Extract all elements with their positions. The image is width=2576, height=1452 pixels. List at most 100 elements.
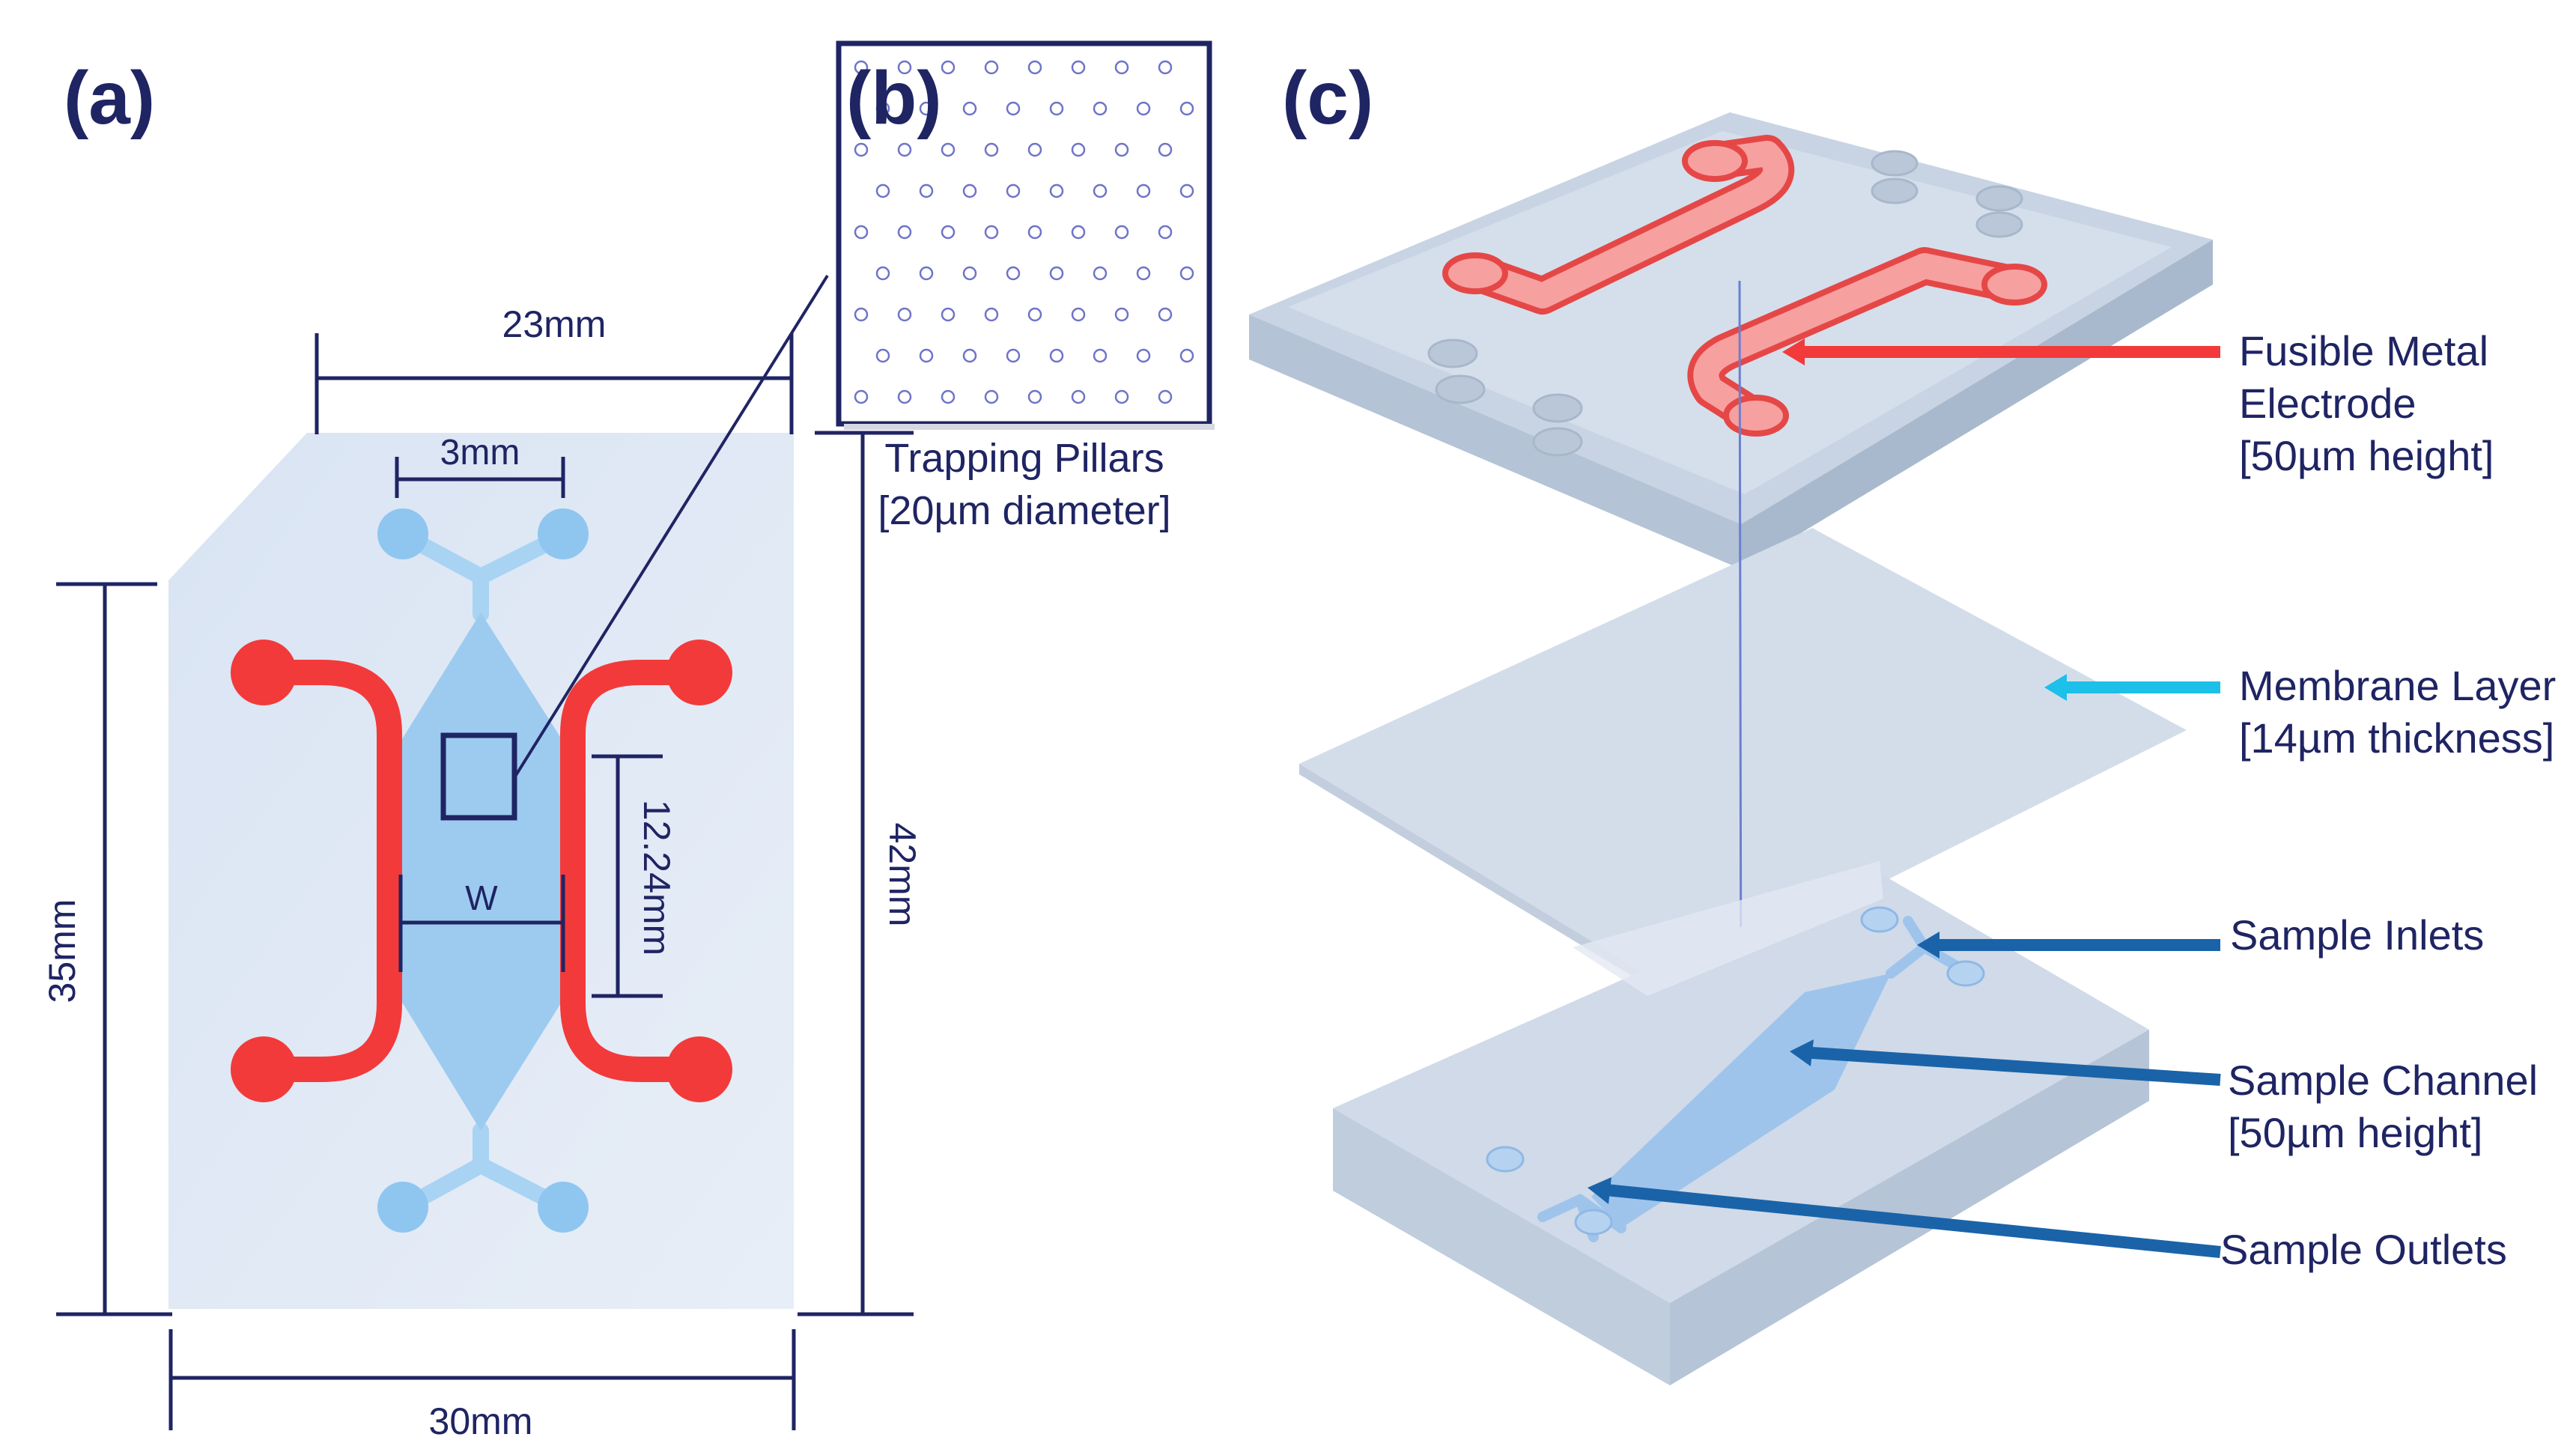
- trapping-pillar: [1093, 183, 1108, 198]
- panel-b: (b) Trapping Pillars [20µm diameter]: [512, 40, 1215, 780]
- left-electrode: [253, 660, 402, 1082]
- trapping-pillar: [897, 307, 912, 322]
- top-right-inlet-port: [538, 508, 589, 559]
- bottom-outlet-branches: [396, 1123, 571, 1215]
- channel-label-line2: [50µm height]: [2228, 1109, 2482, 1156]
- trapping-pillar: [897, 389, 912, 404]
- inset-shadow: [844, 424, 1215, 430]
- trapping-pillar: [1136, 101, 1151, 116]
- dim-channel-width: [398, 875, 565, 972]
- dim-top-width-label: 23mm: [502, 303, 607, 345]
- trapping-pillar: [1136, 348, 1151, 363]
- inlets-arrow-head: [1917, 932, 1939, 959]
- bottom-right-outlet-port: [538, 1182, 589, 1233]
- trapping-pillar: [919, 183, 934, 198]
- trapping-pillar: [941, 60, 956, 75]
- trapping-pillar: [1114, 142, 1129, 157]
- trapping-pillar: [875, 101, 890, 116]
- trapping-pillar: [1136, 266, 1151, 281]
- trapping-pillar: [1006, 348, 1021, 363]
- panel-c-label: (c): [1282, 56, 1373, 140]
- electrodes: [253, 660, 709, 1082]
- channel-arrow-head: [1790, 1039, 1814, 1066]
- trapping-pillar: [1071, 307, 1086, 322]
- panel-b-label: (b): [846, 56, 942, 140]
- dim-channel-width-label: W: [465, 878, 498, 917]
- inset-detail: [20µm diameter]: [878, 488, 1170, 533]
- trapping-pillar: [941, 142, 956, 157]
- electrode-layer: [1249, 112, 2213, 569]
- trapping-pillar: [941, 225, 956, 240]
- trapping-pillar-grid: [854, 60, 1194, 404]
- top-left-inlet-port: [377, 508, 428, 559]
- trapping-pillar: [984, 60, 999, 75]
- outlets-arrow: [1598, 1183, 2221, 1258]
- trapping-pillar: [1071, 142, 1086, 157]
- trapping-pillar: [1093, 266, 1108, 281]
- trapping-pillar: [1049, 348, 1064, 363]
- trapping-pillar: [1114, 307, 1129, 322]
- trapping-pillar: [1093, 101, 1108, 116]
- trapping-pillar: [1158, 389, 1173, 404]
- trapping-pillar: [984, 307, 999, 322]
- membrane-label-line1: Membrane Layer: [2239, 662, 2556, 709]
- electrode-label-line3: [50µm height]: [2239, 432, 2494, 479]
- trapping-pillar: [1158, 142, 1173, 157]
- trapping-pillar: [1027, 389, 1042, 404]
- trapping-pillar: [1179, 101, 1194, 116]
- trapping-pillar: [1027, 60, 1042, 75]
- trapping-pillar: [1027, 225, 1042, 240]
- trapping-pillar: [1158, 60, 1173, 75]
- inset-title: Trapping Pillars: [884, 436, 1164, 481]
- trapping-pillar: [854, 307, 869, 322]
- trapping-pillar: [1136, 183, 1151, 198]
- trapping-pillar: [984, 225, 999, 240]
- electrode-pad-top-right: [666, 640, 732, 705]
- bottom-left-outlet-port: [377, 1182, 428, 1233]
- channel-layer: [1333, 861, 2149, 1385]
- electrode-pad-bottom-left: [231, 1036, 297, 1102]
- trapping-pillar: [1006, 183, 1021, 198]
- trapping-pillar: [897, 142, 912, 157]
- panel-a-label: (a): [64, 56, 155, 140]
- trapping-pillar: [984, 389, 999, 404]
- trapping-pillar: [962, 101, 977, 116]
- electrode-arrow-head: [1782, 338, 1805, 365]
- trapping-pillar: [1114, 60, 1129, 75]
- trapping-pillar: [1071, 389, 1086, 404]
- dim-bottom-width-label: 30mm: [429, 1400, 533, 1442]
- right-electrode: [560, 660, 709, 1082]
- trapping-pillar: [1179, 266, 1194, 281]
- trapping-pillar: [854, 142, 869, 157]
- trapping-pillar: [1179, 348, 1194, 363]
- trapping-pillar: [941, 307, 956, 322]
- trapping-pillar: [1158, 307, 1173, 322]
- trapping-pillar: [854, 60, 869, 75]
- trapping-pillar: [875, 183, 890, 198]
- trapping-pillar: [1006, 266, 1021, 281]
- panel-a: (a): [41, 56, 923, 1442]
- trapping-pillar: [919, 266, 934, 281]
- trapping-pillar: [1071, 225, 1086, 240]
- dim-right-height-label: 42mm: [881, 823, 923, 927]
- electrode-label-line1: Fusible Metal: [2239, 327, 2488, 374]
- trapping-pillar: [962, 348, 977, 363]
- trapping-pillar: [1049, 183, 1064, 198]
- trapping-pillar: [897, 225, 912, 240]
- trapping-pillar: [897, 60, 912, 75]
- electrode-pad-top-left: [231, 640, 297, 705]
- membrane-arrow-head: [2044, 674, 2067, 701]
- inlets-label-line1: Sample Inlets: [2230, 911, 2484, 959]
- trapping-pillar: [1049, 101, 1064, 116]
- dim-left-height-label: 35mm: [41, 899, 83, 1003]
- dim-channel-length: [592, 754, 663, 998]
- trapping-pillar: [1179, 183, 1194, 198]
- trapping-pillar: [941, 389, 956, 404]
- inset-leader-line: [512, 274, 829, 780]
- trapping-pillar: [1114, 225, 1129, 240]
- trapping-pillar: [984, 142, 999, 157]
- trapping-pillar: [1049, 266, 1064, 281]
- channel-label-line1: Sample Channel: [2228, 1057, 2538, 1104]
- outlets-label-line1: Sample Outlets: [2220, 1226, 2507, 1273]
